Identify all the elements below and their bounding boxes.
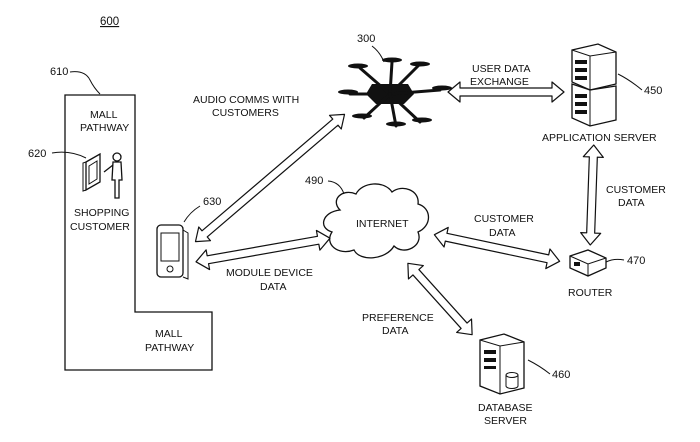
router-icon (570, 250, 606, 276)
router-label: ROUTER (568, 287, 613, 299)
mall-pathway-top-label-1: MALL (90, 109, 118, 121)
audio-comms-label-1: AUDIO COMMS WITH (193, 94, 299, 106)
router-leader (606, 259, 624, 262)
mall-ref: 610 (50, 66, 68, 78)
module-device-data-label-2: DATA (260, 281, 286, 293)
preference-data-label-2: DATA (382, 325, 408, 337)
router-ref: 470 (627, 255, 645, 267)
arrow-phone-drone (190, 108, 351, 249)
arrow-phone-internet (194, 228, 331, 271)
audio-comms-label-2: CUSTOMERS (212, 107, 279, 119)
customer-data-router-label-2: DATA (489, 227, 515, 239)
mall-pathway-top-label-2: PATHWAY (80, 122, 129, 134)
app-server-label: APPLICATION SERVER (542, 132, 657, 144)
database-server-icon (480, 334, 524, 394)
arrow-internet-dbserver (400, 257, 479, 342)
arrow-appserver-router (580, 145, 603, 246)
mall-pathway-bottom-label-2: PATHWAY (145, 342, 194, 354)
module-device-ref: 630 (203, 196, 221, 208)
preference-data-label-1: PREFERENCE (362, 312, 434, 324)
mall-leader (70, 72, 100, 94)
db-server-label-1: DATABASE (478, 402, 532, 414)
internet-ref: 490 (305, 175, 323, 187)
user-data-exchange-label-2: EXCHANGE (470, 76, 529, 88)
user-data-exchange-label-1: USER DATA (472, 63, 531, 75)
internet-leader (328, 181, 344, 194)
figure-number: 600 (100, 16, 119, 28)
mall-pathway-bottom-label-1: MALL (155, 328, 183, 340)
shopping-customer-icon (83, 153, 122, 198)
application-server-icon (572, 44, 616, 126)
customer-ref: 620 (28, 148, 46, 160)
db-server-label-2: SERVER (484, 415, 527, 427)
module-device-icon (157, 225, 188, 279)
db-server-leader (528, 360, 550, 374)
app-server-leader (618, 74, 642, 90)
db-server-ref: 460 (552, 369, 570, 381)
drone-icon (338, 58, 452, 127)
module-device-leader (184, 206, 200, 222)
customer-data-vertical-label-2: DATA (618, 197, 644, 209)
module-device-data-label-1: MODULE DEVICE (226, 267, 313, 279)
customer-leader (52, 152, 86, 158)
app-server-ref: 450 (644, 85, 662, 97)
customer-label-2: CUSTOMER (70, 221, 130, 233)
drone-ref: 300 (357, 33, 375, 45)
customer-data-router-label-1: CUSTOMER (474, 213, 534, 225)
internet-label: INTERNET (356, 218, 409, 230)
customer-data-vertical-label-1: CUSTOMER (606, 184, 666, 196)
customer-label-1: SHOPPING (74, 207, 129, 219)
